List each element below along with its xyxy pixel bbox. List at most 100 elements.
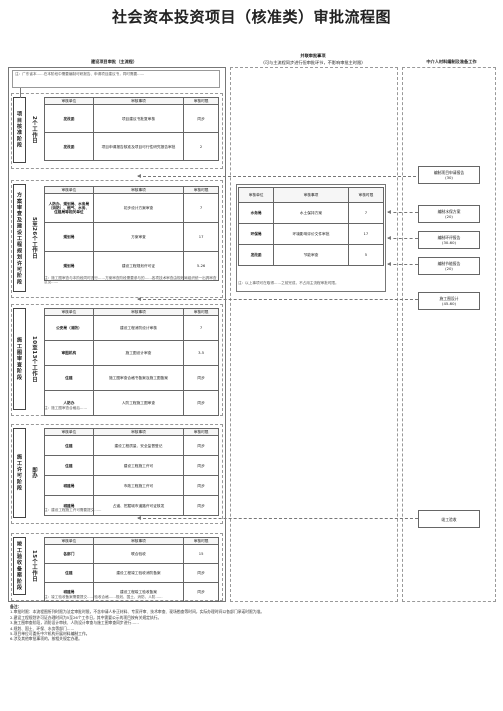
stage-3-duration: 10至13个工作日 bbox=[31, 335, 37, 383]
unit-cell: 公安局（消防） bbox=[44, 315, 94, 342]
notes-block: 备注： 1.审批时限：本流程图所列时限为法定审批时限，不含申请人补正材料、专家评… bbox=[10, 604, 496, 642]
agency-box-days: (30) bbox=[445, 175, 453, 180]
table-header-cell: 审核时限 bbox=[183, 185, 219, 195]
item-cell: 联合验收 bbox=[92, 544, 185, 565]
unit-cell: 城建局 bbox=[44, 495, 94, 517]
agency-box-4: 编制节能报告(20) bbox=[418, 257, 480, 275]
parallel-table-frame bbox=[236, 184, 386, 292]
table-header-cell: 审核单位 bbox=[237, 187, 275, 203]
stage-1-container bbox=[11, 93, 223, 169]
stage-1-table: 审核单位审核事项审核时限发改委项目建议书批复审核同步发改委项目申请报告核准及项目… bbox=[44, 96, 219, 162]
agency-box-1: 编制项目申请报告(30) bbox=[418, 166, 480, 184]
agency-box-title: 编制水保方案 bbox=[437, 209, 461, 214]
item-cell: 建设工程竣工验收消防备案 bbox=[92, 563, 185, 584]
item-cell: 人防工程施工图审查 bbox=[92, 390, 185, 417]
item-cell: 环境影响评价文件审批 bbox=[273, 223, 349, 245]
table-header-cell: 审核事项 bbox=[92, 536, 185, 546]
table-header-cell: 审核单位 bbox=[44, 185, 94, 195]
stage-3-note: 注：施工图审查合格后…… bbox=[44, 406, 88, 410]
unit-cell: 规划局 bbox=[44, 222, 94, 253]
time-cell: 同步 bbox=[183, 435, 219, 457]
time-cell: 17 bbox=[347, 223, 385, 245]
stage-1-duration: 2个工作日 bbox=[31, 116, 37, 144]
time-cell: 7 bbox=[183, 315, 219, 342]
unit-cell: 发改委 bbox=[237, 244, 275, 266]
table-header-cell: 审核事项 bbox=[273, 187, 349, 203]
table-header-cell: 审核单位 bbox=[44, 96, 94, 106]
agency-column-frame bbox=[402, 67, 496, 602]
time-cell: 同步 bbox=[183, 365, 219, 392]
unit-cell: 发改委 bbox=[44, 132, 94, 162]
unit-cell: 环保局 bbox=[237, 223, 275, 245]
item-cell: 项目申请报告核准及项目可行性研究报告审批 bbox=[92, 132, 185, 162]
stage-2-table: 审核单位审核事项审核时限人防办、规划局、水务局（消防）、燃气、水务、住建局等相关… bbox=[44, 185, 219, 282]
agency-box-5: 施工图设计(45-60) bbox=[418, 292, 480, 310]
item-cell: 建设工程规划许可证 bbox=[92, 251, 185, 282]
unit-cell: 住建 bbox=[44, 563, 94, 584]
stage-2-container bbox=[11, 180, 223, 298]
stage-4-container bbox=[11, 424, 223, 524]
flow-line-1 bbox=[20, 88, 21, 98]
agency-box-days: (30-60) bbox=[442, 240, 456, 245]
note-line: 4.规划、国土、环保、水务等部门…… bbox=[10, 625, 75, 631]
stage-2-note: 注：施工图审查与本阶段同时进行……方案审查阶段需要参与的……各项技术审查由规划局… bbox=[44, 276, 217, 285]
stage-5-label: 竣工验收备案阶段 bbox=[13, 537, 26, 595]
note-line: 1.审批时限：本流程图所列时限为法定审批时限，不含申请人补正材料、专家评审、技术… bbox=[10, 609, 265, 615]
time-cell: 2 bbox=[183, 132, 219, 162]
time-cell: 同步 bbox=[183, 475, 219, 497]
time-cell: 7 bbox=[183, 193, 219, 224]
agency-box-title: 编制环评报告 bbox=[437, 235, 461, 240]
item-cell: 市政工程施工许可 bbox=[92, 475, 185, 497]
stage-4-label: 施工许可阶段 bbox=[13, 428, 26, 518]
note-line: 5.项目单位可委托中介机构开展材料编制工作。 bbox=[10, 631, 90, 637]
item-cell: 建设工程质量、安全监督登记 bbox=[92, 435, 185, 457]
table-row: 住建建设工程施工许可同步 bbox=[44, 455, 219, 477]
unit-cell: 住建 bbox=[44, 455, 94, 477]
parallel-column-frame bbox=[230, 67, 398, 602]
stage-2-label: 方案审查及建设工程规划许可阶段 bbox=[13, 184, 26, 292]
table-header-row: 审核单位审核事项审核时限 bbox=[44, 185, 219, 195]
unit-cell: 水务局 bbox=[237, 202, 275, 224]
stage-5-note: 注：竣工验收备案需要提交……验收合格……规划、国土、消防、人防…… bbox=[44, 595, 163, 599]
table-row: 住建施工图审查合格书备案及施工图备案同步 bbox=[44, 365, 219, 392]
note-line: 2.建设工程规划许可证办理时间为5至26个工作日，其中需要公示的项目按有关规定执… bbox=[10, 614, 162, 620]
table-header-row: 审核单位审核事项审核时限 bbox=[44, 96, 219, 106]
note-line: 3.施工图审查阶段，消防设计审核、人防设计审查与施工图审查同步进行…… bbox=[10, 620, 139, 626]
table-header-row: 审核单位审核事项审核时限 bbox=[44, 307, 219, 317]
table-header-cell: 审核单位 bbox=[44, 307, 94, 317]
table-row: 城建局市政工程施工许可同步 bbox=[44, 475, 219, 497]
table-header-row: 审核单位审核事项审核时限 bbox=[44, 427, 219, 437]
note-line: 6.涉及其他审批事项的，按相关规定办理。 bbox=[10, 636, 82, 642]
arrow-eia bbox=[387, 236, 418, 240]
time-cell: 同步 bbox=[183, 390, 219, 417]
time-cell: 7 bbox=[347, 202, 385, 224]
agency-box-title: 编制节能报告 bbox=[437, 261, 461, 266]
item-cell: 施工图设计审查 bbox=[92, 340, 185, 367]
agency-box-title: 竣工验收 bbox=[441, 516, 457, 522]
table-row: 住建建设工程质量、安全监督登记同步 bbox=[44, 435, 219, 457]
time-cell: 5-26 bbox=[183, 251, 219, 282]
item-cell: 项目建议书批复审核 bbox=[92, 104, 185, 134]
stage-3-label: 施工图审查阶段 bbox=[13, 308, 26, 410]
agency-box-title: 编制项目申请报告 bbox=[433, 170, 465, 175]
table-header-cell: 审核单位 bbox=[44, 427, 94, 437]
time-cell: 同步 bbox=[183, 104, 219, 134]
table-row: 住建建设工程竣工验收消防备案同步 bbox=[44, 563, 219, 584]
time-cell: 17 bbox=[183, 222, 219, 253]
item-cell: 方案审查 bbox=[92, 222, 185, 253]
agency-box-2: 编制水保方案(20) bbox=[418, 205, 480, 223]
table-header-cell: 审核时限 bbox=[183, 307, 219, 317]
stage-2-duration: 5至26个工作日 bbox=[31, 216, 37, 260]
agency-box-days: (20) bbox=[445, 214, 453, 219]
notes-title: 备注： bbox=[10, 604, 22, 609]
unit-cell: 人防办 bbox=[44, 390, 94, 417]
table-header-cell: 审核事项 bbox=[92, 427, 185, 437]
